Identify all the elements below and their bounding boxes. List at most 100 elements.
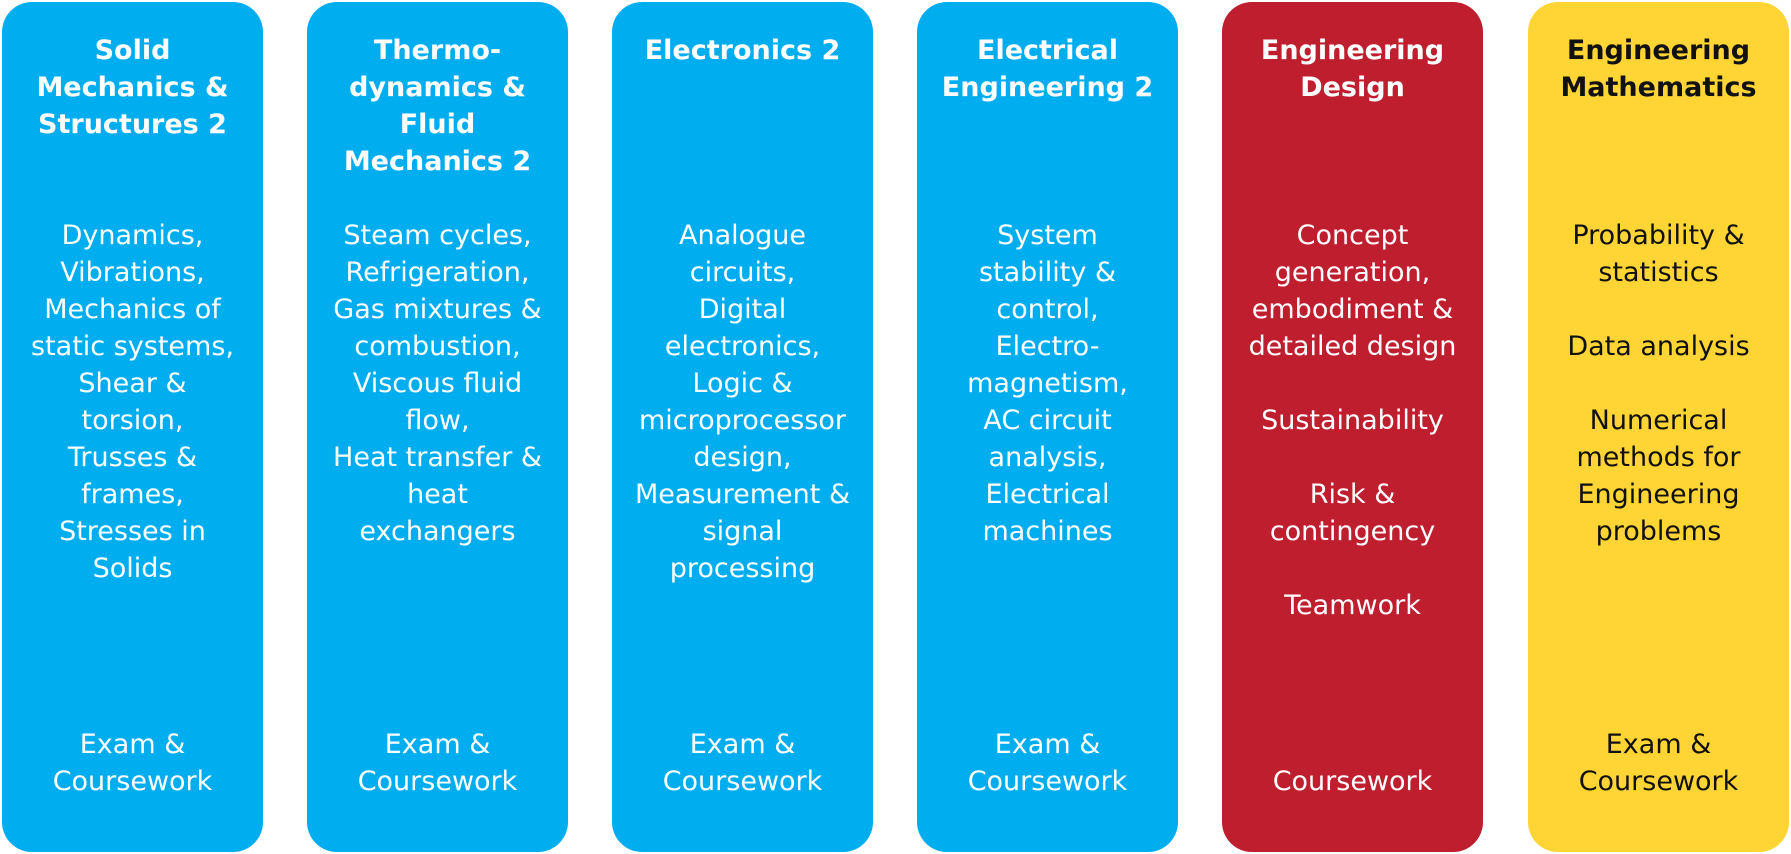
topic-line: design, [693, 442, 792, 473]
topic-spacer [1536, 365, 1781, 402]
module-card-solid-mechanics: Solid Mechanics & Structures 2 Dynamics,… [2, 2, 263, 852]
module-assessment: Exam & Coursework [925, 726, 1170, 800]
module-card-electronics: Electronics 2 Analogue circuits, Digital… [612, 2, 873, 852]
module-topics: System stability & control, Electro- mag… [925, 217, 1170, 550]
title-line: Fluid [399, 109, 476, 140]
topic-line: embodiment & [1251, 294, 1454, 325]
module-card-electrical-engineering: Electrical Engineering 2 System stabilit… [917, 2, 1178, 852]
topic-line: Logic & [692, 368, 793, 399]
title-line: Mathematics [1560, 72, 1757, 103]
topic-line: Heat transfer & [333, 442, 542, 473]
topic-line: AC circuit [983, 405, 1112, 436]
module-title: Solid Mechanics & Structures 2 [12, 32, 253, 143]
topic-line: Numerical [1589, 405, 1728, 436]
topic-spacer [1230, 550, 1475, 587]
assessment-line: Coursework [967, 766, 1128, 797]
topic-spacer [1536, 291, 1781, 328]
topic-line: processing [669, 553, 816, 584]
assessment-line: Exam & [1605, 729, 1712, 760]
topic-line: electronics, [664, 331, 821, 362]
topic-line: statistics [1598, 257, 1719, 288]
topic-line: Mechanics of [44, 294, 221, 325]
topic-line: signal [702, 516, 783, 547]
title-line: Electronics 2 [644, 35, 841, 66]
topic-line: machines [982, 516, 1113, 547]
module-assessment: Exam & Coursework [620, 726, 865, 800]
topic-line: Concept [1296, 220, 1409, 251]
topic-spacer [1230, 365, 1475, 402]
assessment-line: Coursework [1578, 766, 1739, 797]
topic-line: Refrigeration, [345, 257, 530, 288]
assessment-line: Exam & [384, 729, 491, 760]
assessment-line: Coursework [357, 766, 518, 797]
topic-line: problems [1595, 516, 1722, 547]
topic-line: Steam cycles, [343, 220, 532, 251]
module-assessment: Exam & Coursework [315, 726, 560, 800]
topic-line: exchangers [359, 516, 516, 547]
title-line: Structures 2 [38, 109, 227, 140]
assessment-line: Exam & [689, 729, 796, 760]
topic-line: Trusses & [67, 442, 198, 473]
topic-line: stability & [978, 257, 1117, 288]
topic-line: methods for [1576, 442, 1741, 473]
topic-line: circuits, [689, 257, 796, 288]
module-card-engineering-design: Engineering Design Concept generation, e… [1222, 2, 1483, 852]
module-title: Electronics 2 [622, 32, 863, 69]
topic-line: microprocessor [638, 405, 847, 436]
topic-line: torsion, [81, 405, 184, 436]
title-line: Engineering [1566, 35, 1751, 66]
title-line: Mechanics 2 [343, 146, 532, 177]
module-topics: Dynamics, Vibrations, Mechanics of stati… [10, 217, 255, 587]
module-topics: Probability & statistics Data analysis N… [1536, 217, 1781, 550]
title-line: Mechanics & [36, 72, 229, 103]
topic-line: Electrical [985, 479, 1110, 510]
module-topics: Analogue circuits, Digital electronics, … [620, 217, 865, 587]
title-line: Engineering [1260, 35, 1445, 66]
module-card-thermodynamics: Thermo- dynamics & Fluid Mechanics 2 Ste… [307, 2, 568, 852]
module-topics: Steam cycles, Refrigeration, Gas mixture… [315, 217, 560, 550]
assessment-line: Coursework [52, 766, 213, 797]
title-line: Thermo- [373, 35, 502, 66]
module-card-engineering-mathematics: Engineering Mathematics Probability & st… [1528, 2, 1789, 852]
title-line: Solid [94, 35, 171, 66]
topic-line: heat [407, 479, 468, 510]
topic-line: Risk & [1309, 479, 1396, 510]
topic-line: Vibrations, [60, 257, 205, 288]
topic-line: analysis, [988, 442, 1107, 473]
module-topics: Concept generation, embodiment & detaile… [1230, 217, 1475, 624]
topic-line: Digital [698, 294, 787, 325]
title-line: Electrical [977, 35, 1118, 66]
module-assessment: Coursework [1230, 763, 1475, 800]
assessment-line: Coursework [662, 766, 823, 797]
topic-line: generation, [1274, 257, 1431, 288]
topic-spacer [1230, 439, 1475, 476]
topic-line: Shear & [78, 368, 187, 399]
topic-line: Solids [92, 553, 173, 584]
topic-line: frames, [81, 479, 184, 510]
topic-line: control, [996, 294, 1099, 325]
title-line: Engineering 2 [941, 72, 1154, 103]
topic-line: Probability & [1572, 220, 1745, 251]
topic-line: Measurement & [635, 479, 850, 510]
topic-line: Stresses in [59, 516, 206, 547]
module-title: Electrical Engineering 2 [927, 32, 1168, 106]
topic-line: Gas mixtures & [333, 294, 542, 325]
topic-line: Data analysis [1567, 331, 1750, 362]
topic-line: Viscous fluid [352, 368, 523, 399]
module-assessment: Exam & Coursework [1536, 726, 1781, 800]
topic-line: Analogue [678, 220, 806, 251]
topic-line: magnetism, [967, 368, 1128, 399]
module-title: Engineering Design [1232, 32, 1473, 106]
assessment-line: Coursework [1272, 766, 1433, 797]
topic-line: contingency [1269, 516, 1436, 547]
assessment-line: Exam & [994, 729, 1101, 760]
module-assessment: Exam & Coursework [10, 726, 255, 800]
topic-line: combustion, [354, 331, 521, 362]
title-line: Design [1300, 72, 1405, 103]
topic-line: flow, [405, 405, 470, 436]
title-line: dynamics & [349, 72, 526, 103]
topic-line: Sustainability [1261, 405, 1444, 436]
topic-line: Engineering [1577, 479, 1740, 510]
topic-line: static systems, [31, 331, 234, 362]
topic-line: Teamwork [1284, 590, 1421, 621]
